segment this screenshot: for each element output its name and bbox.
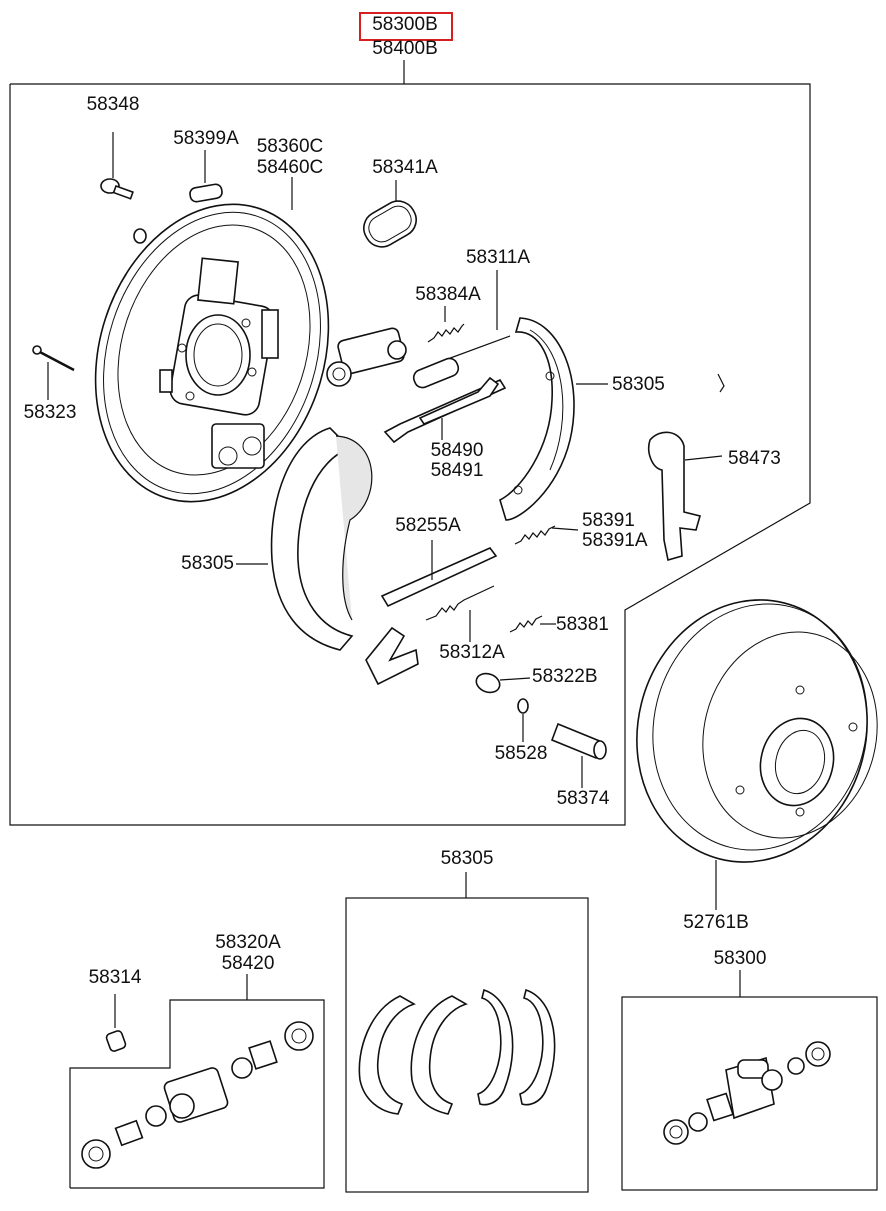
shoe-right bbox=[499, 317, 608, 521]
callout-58473[interactable]: 58473 bbox=[728, 448, 781, 469]
callout-58311A[interactable]: 58311A bbox=[465, 247, 531, 268]
assembly-border bbox=[9, 83, 811, 826]
plug-58399A bbox=[189, 150, 223, 203]
callout-58255A[interactable]: 58255A bbox=[395, 515, 461, 536]
pin-58323 bbox=[32, 345, 75, 400]
callout-58528[interactable]: 58528 bbox=[494, 743, 548, 764]
callout-58490[interactable]: 58490 bbox=[430, 440, 484, 461]
callout-52761B[interactable]: 52761B bbox=[683, 912, 749, 933]
pin-58374 bbox=[550, 722, 607, 788]
spring-58391 bbox=[514, 525, 579, 545]
bolt-58348 bbox=[100, 132, 147, 244]
callout-58381[interactable]: 58381 bbox=[556, 614, 609, 635]
callout-58320A[interactable]: 58320A bbox=[215, 932, 281, 953]
box-58305 bbox=[345, 897, 589, 1193]
spring-58311A bbox=[412, 270, 511, 389]
adjuster-plate bbox=[365, 626, 419, 686]
spring-58312A bbox=[425, 585, 495, 642]
callout-58391A[interactable]: 58391A bbox=[582, 530, 648, 551]
callout-58314[interactable]: 58314 bbox=[88, 967, 142, 988]
wheel-cylinder-exploded-1 bbox=[81, 1021, 314, 1169]
strut-58490 bbox=[383, 376, 507, 444]
highlight-box bbox=[359, 12, 453, 41]
gasket-58341A bbox=[363, 180, 417, 248]
callout-58399A[interactable]: 58399A bbox=[173, 128, 239, 149]
callout-58348[interactable]: 58348 bbox=[86, 94, 140, 115]
callout-58305-right-shoe[interactable]: 58305 bbox=[612, 374, 665, 395]
callout-58322B[interactable]: 58322B bbox=[532, 666, 598, 687]
callout-58360C[interactable]: 58360C bbox=[256, 136, 324, 157]
callout-58323[interactable]: 58323 bbox=[23, 402, 77, 423]
callout-58460C[interactable]: 58460C bbox=[256, 157, 324, 178]
washer-58528 bbox=[517, 698, 529, 742]
plate-58255A bbox=[380, 540, 498, 608]
callout-58341A[interactable]: 58341A bbox=[372, 157, 438, 178]
callout-58300[interactable]: 58300 bbox=[713, 948, 767, 969]
brake-drum bbox=[636, 599, 878, 910]
spring-58381 bbox=[509, 615, 556, 633]
callout-58384A[interactable]: 58384A bbox=[415, 284, 481, 305]
shoe-left bbox=[236, 427, 373, 651]
wheel-cylinder-upper bbox=[326, 327, 407, 387]
callout-58305-left-shoe[interactable]: 58305 bbox=[181, 553, 234, 574]
part-number-highlighted[interactable]: 58300B bbox=[372, 14, 438, 35]
backing-plate bbox=[94, 203, 330, 503]
callout-58491[interactable]: 58491 bbox=[430, 460, 484, 481]
spring-58322B bbox=[475, 672, 531, 694]
lever-58473 bbox=[647, 373, 725, 562]
box-58320A bbox=[69, 999, 325, 1189]
shoe-kit-parts bbox=[358, 988, 556, 1115]
callout-58420[interactable]: 58420 bbox=[221, 953, 275, 974]
box-58300 bbox=[621, 996, 878, 1191]
callout-58312A[interactable]: 58312A bbox=[439, 642, 505, 663]
part-number-secondary[interactable]: 58400B bbox=[372, 38, 438, 59]
spring-58384A bbox=[427, 306, 465, 343]
callout-58305-kit[interactable]: 58305 bbox=[440, 848, 494, 869]
callout-58374[interactable]: 58374 bbox=[556, 788, 610, 809]
wheel-cylinder-exploded-2 bbox=[663, 1041, 831, 1145]
callout-58391[interactable]: 58391 bbox=[582, 510, 635, 531]
